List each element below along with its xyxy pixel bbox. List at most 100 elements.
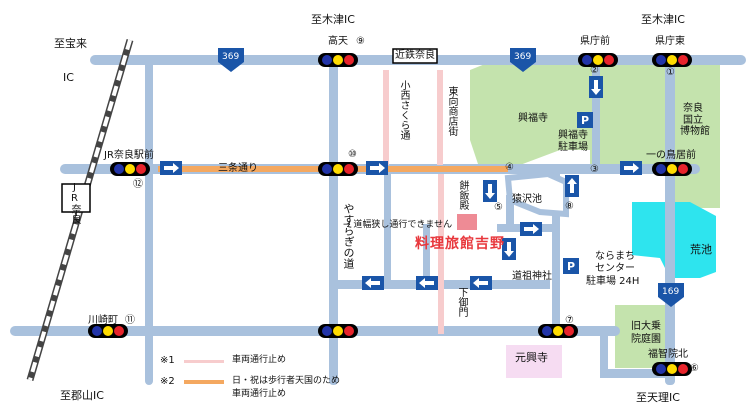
intersection-number-6: ⑥ [690,363,699,374]
sarusawa-pond-label: 猿沢池 [512,194,542,205]
intersection-number-3: ③ [590,164,599,175]
legend-text-2a: 日・祝は歩行者天国のため [232,376,341,386]
arrow-down-icon [502,238,516,260]
arrow-left-icon [416,276,438,290]
ara-pond-label: 荒池 [690,243,712,256]
arrow-up-icon [565,175,579,197]
intersection-number-1: ① [666,67,675,78]
parking-sign-naramachi [563,258,579,274]
traffic-light [652,162,692,176]
arrow-down-icon [589,76,603,98]
intersection-label-ichinotorii: 一の鳥居前 [646,150,696,161]
museum-label-2: 国立 [683,115,703,126]
parking-icon: P [581,114,590,127]
kofukuji-parking-label-1: 興福寺 [558,130,588,141]
interchange-label-hodai-ic: IC [63,71,74,84]
traffic-light [578,53,618,67]
intersection-number-12: ⑫ [133,179,143,190]
route-169-shield [658,283,684,307]
intersection-number-10: ⑩ [348,149,357,160]
traffic-light [88,324,128,338]
interchange-label-tenri: 至天理IC [636,391,680,404]
museum-label-3: 博物館 [680,126,710,137]
route-369-shield-left [218,48,244,72]
naramachi-label-3: 駐車場 24H [586,276,640,287]
legend-text-2b: 車両通行止め [232,389,287,399]
interchange-label-koriyama: 至郡山IC [60,389,104,402]
route-169-number: 169 [662,287,680,297]
interchange-label-kizu-center: 至木津IC [311,13,355,26]
intersection-label-fukuchiin: 福智院北 [648,349,688,360]
higashimuki-street-label: 東向商店街 [446,86,457,136]
hotel-name-label: 料理旅館吉野 [415,236,505,252]
legend-sanjo-swatch [184,380,224,384]
intersection-number-4: ④ [505,162,514,173]
arrow-down-icon [483,180,497,202]
traffic-light [318,324,358,338]
interchange-label-hodai: 至宝来 [54,37,87,50]
traffic-light [318,162,358,176]
intersection-label-takama: 高天 [328,36,348,47]
intersection-label-kenchohigashi: 県庁東 [655,36,685,47]
gangoji-area [506,345,562,378]
kyudaijo-label-2: 院庭園 [631,334,661,345]
legend-no-entry-swatch [184,360,224,363]
kintetsu-station-box [392,48,438,64]
traffic-lights [88,53,692,376]
arrow-left-icon [470,276,492,290]
legend-mark-2: ※2 [160,376,175,387]
jr-station-box [61,183,91,213]
no-entry-streets [383,70,444,334]
kofukuji-label: 興福寺 [518,113,548,124]
kintetsu-nara-station: 近鉄奈良 [395,50,435,61]
kyudaijo-label-1: 旧大乗 [631,321,661,332]
route-369-number-left: 369 [222,52,240,62]
traffic-light [110,162,150,176]
interchange-label-kizu-right: 至木津IC [641,13,685,26]
hotel-marker [457,214,477,230]
intersection-number-5: ⑤ [494,202,503,213]
naramachi-label-1: ならまち [595,251,635,262]
intersection-number-2: ② [590,65,599,76]
dogu-shrine-label: 道祖神社 [512,271,552,282]
traffic-light [652,362,692,376]
sarusawa-pond [504,170,569,218]
arrow-right-icon [366,161,388,175]
kofukuji-parking-label-2: 駐車場 [558,142,588,153]
parking-sign-kofukuji [577,112,593,128]
parking-icon: P [567,260,576,273]
gangoji-label: 元興寺 [515,351,548,364]
konishi-street-label: 小西さくら通 [398,80,409,140]
mochiidono-label: 餅飯殿 [457,180,468,210]
arrow-right-icon [620,161,642,175]
arrow-right-icon [160,161,182,175]
intersection-number-7: ⑦ [565,315,574,326]
sanjo-street-label: 三条通り [218,163,258,174]
arrow-right-icon [520,222,542,236]
naramachi-label-2: センター [595,263,635,274]
narrow-road-note: → 道幅狭し通行できません [343,220,453,230]
legend-text-1: 車両通行止め [232,355,287,365]
route-369-number-right: 369 [514,52,532,62]
intersection-label-kenchomae: 県庁前 [580,36,610,47]
jr-nara-station: JR奈良 [69,182,80,224]
intersection-label-jr-ekimae: JR奈良駅前 [104,150,154,161]
traffic-light [652,53,692,67]
yasuragi-street-label: やすらぎの道 [342,203,355,269]
intersection-label-kawasaki: 川崎町 [88,315,118,326]
intersection-number-11: ⑪ [125,315,135,326]
traffic-light [538,324,578,338]
intersection-number-8: ⑧ [565,201,574,212]
museum-label-1: 奈良 [683,103,703,114]
route-369-shield-right [510,48,536,72]
shimomikado-label: 下御門 [456,287,467,317]
one-way-signs [160,76,642,290]
traffic-light [318,53,358,67]
route-shields [218,48,684,307]
kyudaijo-garden-area [615,305,668,368]
legend-mark-1: ※1 [160,355,175,366]
intersection-number-9: ⑨ [356,36,365,47]
arrow-left-icon [362,276,384,290]
